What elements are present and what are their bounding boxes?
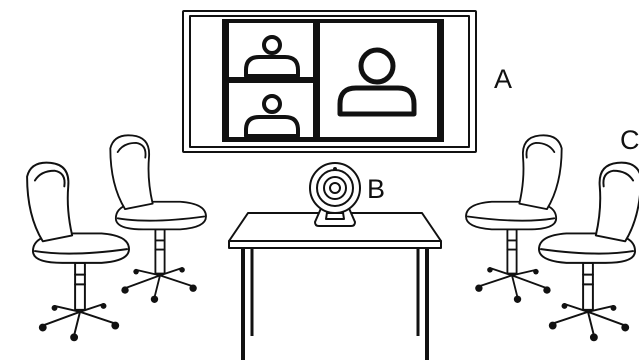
camera-label: B bbox=[367, 174, 385, 204]
meeting-table bbox=[229, 213, 441, 360]
display-label: A bbox=[494, 64, 512, 94]
wall-display bbox=[183, 11, 476, 152]
chair-label: C bbox=[620, 125, 639, 155]
chair-left-back bbox=[110, 135, 206, 303]
chair-right-back bbox=[466, 135, 562, 303]
chair-left-front bbox=[27, 163, 129, 342]
